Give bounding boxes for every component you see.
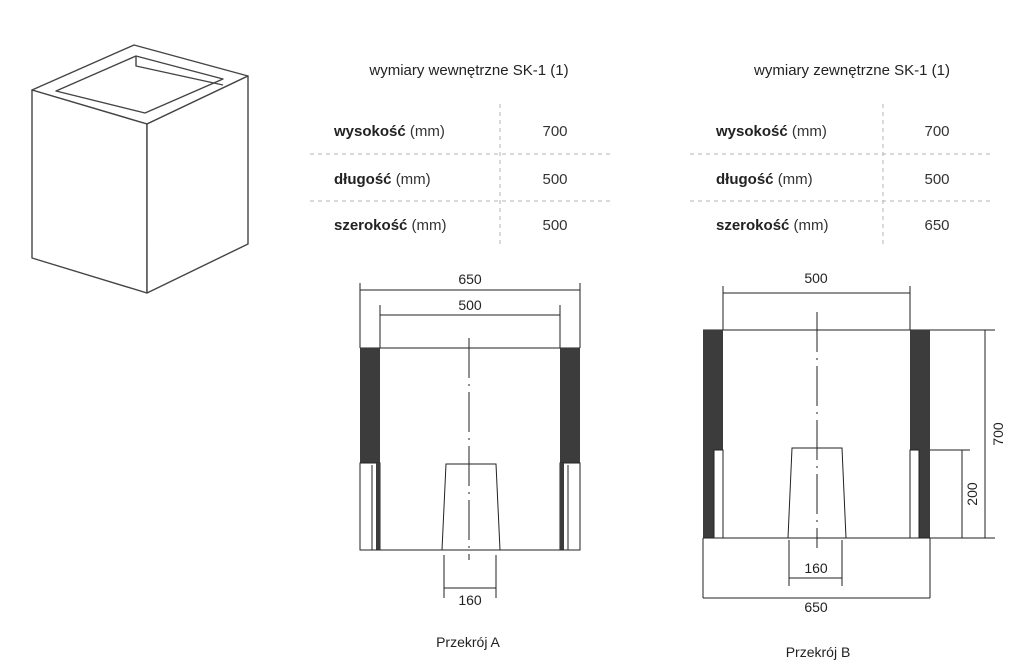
row-value: 650: [924, 217, 949, 234]
dimension-label: 700: [990, 422, 1006, 446]
dimension-label: 160: [804, 560, 828, 576]
row-value: 500: [542, 217, 567, 234]
row-label: wysokość (mm): [333, 123, 445, 140]
row-label: długość (mm): [334, 171, 431, 188]
section-b-caption: Przekrój B: [786, 644, 851, 660]
table-title: wymiary zewnętrzne SK-1 (1): [753, 62, 950, 79]
dimension-label: 650: [458, 271, 482, 287]
outer-dimensions-table: wymiary zewnętrzne SK-1 (1) wysokość (mm…: [690, 62, 992, 248]
row-value: 500: [924, 171, 949, 188]
dimension-label: 500: [804, 270, 828, 286]
dimension-label: 500: [458, 297, 482, 313]
table-title: wymiary wewnętrzne SK-1 (1): [368, 62, 568, 79]
section-a-caption: Przekrój A: [436, 634, 500, 650]
row-value: 500: [542, 171, 567, 188]
box-3d-illustration: [31, 44, 249, 294]
section-a-drawing: [359, 283, 581, 598]
row-value: 700: [542, 123, 567, 140]
section-b-drawing: [702, 286, 995, 599]
inner-dimensions-table: wymiary wewnętrzne SK-1 (1) wysokość (mm…: [310, 62, 610, 248]
dimension-label: 650: [804, 599, 828, 615]
row-label: szerokość (mm): [716, 217, 829, 234]
dimension-label: 160: [458, 592, 482, 608]
row-label: wysokość (mm): [715, 123, 827, 140]
row-value: 700: [924, 123, 949, 140]
dimension-label: 200: [964, 482, 980, 506]
row-label: szerokość (mm): [334, 217, 447, 234]
row-label: długość (mm): [716, 171, 813, 188]
